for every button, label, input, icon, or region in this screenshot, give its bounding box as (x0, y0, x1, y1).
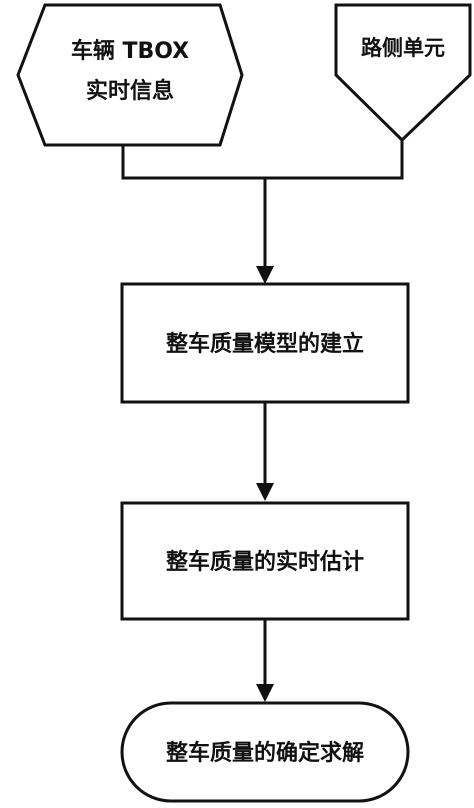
roadside-to-merge-line (265, 140, 404, 180)
realtime-estimation-box (120, 501, 410, 621)
estimate-to-solve-arrowhead (256, 684, 274, 702)
roadside-unit-pentagon (334, 3, 472, 143)
determination-solution-label: 整车质量的确定求解 (166, 740, 364, 766)
estimate-to-solve-arrow (256, 619, 274, 702)
roadside-unit-node: 路侧单元 (334, 3, 472, 143)
merge-connector (121, 140, 404, 284)
tbox-info-node: 车辆 TBOX 实时信息 (16, 3, 244, 147)
tbox-to-merge-line (121, 145, 265, 180)
tbox-info-label-line1: 车辆 TBOX (71, 38, 189, 64)
roadside-unit-label: 路侧单元 (361, 36, 445, 60)
tbox-info-hexagon (16, 3, 244, 147)
tbox-info-label-line2: 实时信息 (86, 78, 174, 104)
model-to-estimate-arrowhead (256, 483, 274, 501)
determination-solution-terminal (120, 701, 410, 803)
merge-to-model-arrowhead (256, 266, 274, 284)
model-building-node: 整车质量模型的建立 (120, 282, 410, 404)
realtime-estimation-node: 整车质量的实时估计 (120, 501, 410, 621)
model-to-estimate-arrow (256, 402, 274, 501)
realtime-estimation-label: 整车质量的实时估计 (166, 549, 364, 575)
determination-solution-node: 整车质量的确定求解 (120, 701, 410, 803)
model-building-label: 整车质量模型的建立 (166, 331, 364, 357)
